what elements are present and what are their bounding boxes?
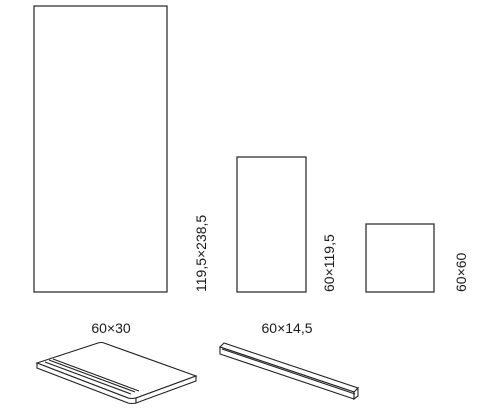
step-piece-label: 60×30 [91,320,131,336]
tile-60x119: 60×119,5 [236,156,337,293]
skirting-edge-line [221,348,356,395]
tile-60x60-outline [365,223,435,293]
step-side-edge [135,375,197,404]
step-groove-1 [44,361,132,395]
step-groove-2 [48,359,136,393]
tile-60x119-outline [236,156,307,293]
step-piece-60x30: 60×30 [35,320,198,405]
skirting-top-face [218,342,360,393]
skirting-piece-label: 60×14,5 [262,320,313,336]
tile-60x60-label: 60×60 [453,252,469,292]
skirting-piece-60x14: 60×14,5 [218,320,360,401]
tile-119x238: 119,5×238,5 [33,5,209,293]
skirting-end-face [353,386,359,401]
tile-60x119-label: 60×119,5 [321,234,337,292]
tile-119x238-label: 119,5×238,5 [193,215,209,292]
step-groove-3 [52,358,140,392]
tile-119x238-outline [33,5,168,293]
tile-60x60: 60×60 [365,223,469,293]
